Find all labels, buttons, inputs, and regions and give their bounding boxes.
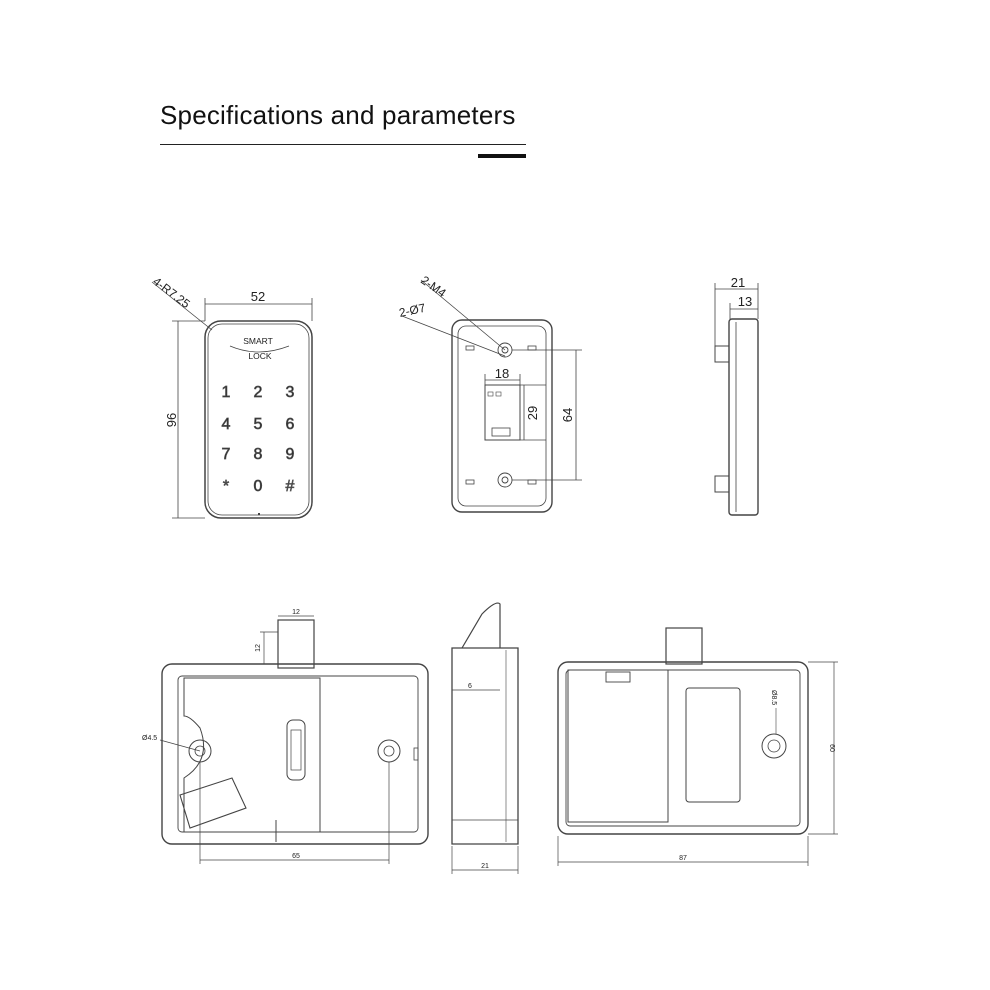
lock-back-view: Ø8.5 87 60 — [557, 627, 838, 866]
key-8: 8 — [254, 446, 263, 463]
dim-spacing-65: 65 — [292, 853, 300, 860]
lock-slot — [286, 719, 306, 781]
dim-hole-4-5: Ø4.5 — [142, 735, 157, 742]
lock-back-cover — [567, 669, 669, 823]
lock-body-inner — [177, 675, 419, 833]
dim-hole-8-5: Ø8.5 — [770, 690, 777, 705]
lock-back-bolt — [665, 627, 703, 665]
key-5: 5 — [254, 416, 263, 433]
lock-back-inner — [565, 669, 801, 827]
dim-spacing-64: 64 — [560, 408, 575, 422]
battery-slot — [484, 384, 521, 441]
dim-holes: 2-Ø7 — [398, 301, 427, 320]
brand-arc — [229, 345, 290, 353]
brand-smart: SMART — [243, 336, 273, 346]
back-inner-outline — [457, 325, 547, 507]
key-star: * — [223, 478, 229, 495]
side-bolt-bottom — [714, 475, 730, 493]
key-7: 7 — [222, 446, 231, 463]
front-outer-outline — [204, 320, 313, 519]
lock-back-hole — [761, 733, 787, 759]
lock-back-outline — [557, 661, 809, 835]
lock-bolt — [277, 619, 315, 669]
side-bolt-top — [714, 345, 730, 363]
title-accent-bar — [478, 154, 526, 158]
lock-cavity — [183, 677, 321, 833]
side-body — [728, 318, 759, 516]
lock-side-bolt — [461, 602, 501, 649]
dim-width-52: 52 — [251, 289, 265, 304]
lock-body-view: 12 12 Ø4.5 65 — [142, 609, 429, 864]
dim-bolt-height-12: 12 — [255, 644, 262, 652]
spec-header: Specifications and parameters — [160, 100, 526, 158]
dim-screws: 2-M4 — [418, 273, 449, 300]
lock-side-body — [451, 647, 519, 845]
dim-height-96: 96 — [164, 413, 179, 427]
key-9: 9 — [286, 446, 295, 463]
dim-radius: 4-R7.25 — [150, 274, 193, 311]
key-1: 1 — [222, 384, 231, 401]
dim-slot-18: 18 — [495, 366, 509, 381]
dim-side-depth-21: 21 — [481, 863, 489, 870]
dim-bolt-width-12: 12 — [292, 609, 300, 616]
dim-width-87: 87 — [679, 855, 687, 862]
lock-hole-right — [377, 739, 401, 763]
key-hash: # — [286, 478, 295, 495]
lock-latch — [179, 777, 247, 829]
dim-depth-21: 21 — [731, 275, 745, 290]
key-2: 2 — [254, 384, 263, 401]
dim-depth-13: 13 — [738, 294, 752, 309]
page-title: Specifications and parameters — [160, 100, 516, 130]
title-underline — [160, 144, 526, 145]
screw-hole-bottom — [497, 472, 513, 488]
key-6: 6 — [286, 416, 295, 433]
dim-height-60: 60 — [828, 744, 835, 752]
side-view: 21 13 — [714, 275, 759, 516]
radius-leader — [151, 281, 213, 331]
back-outer-outline — [451, 319, 553, 513]
front-view: 52 96 4-R7.25 SMART LOCK 1 2 3 4 5 6 7 8… — [150, 274, 313, 519]
dim-slot-29: 29 — [525, 406, 540, 420]
brand-lock: LOCK — [248, 351, 271, 361]
lock-side-view: 6 21 — [451, 602, 519, 874]
dim-offset-6: 6 — [468, 683, 472, 690]
back-view: 18 29 64 2-M4 2-Ø7 — [398, 273, 582, 513]
lock-back-window — [685, 687, 741, 803]
lock-body-outline — [161, 663, 429, 845]
key-3: 3 — [286, 384, 295, 401]
key-4: 4 — [222, 416, 231, 433]
key-0: 0 — [254, 478, 263, 495]
